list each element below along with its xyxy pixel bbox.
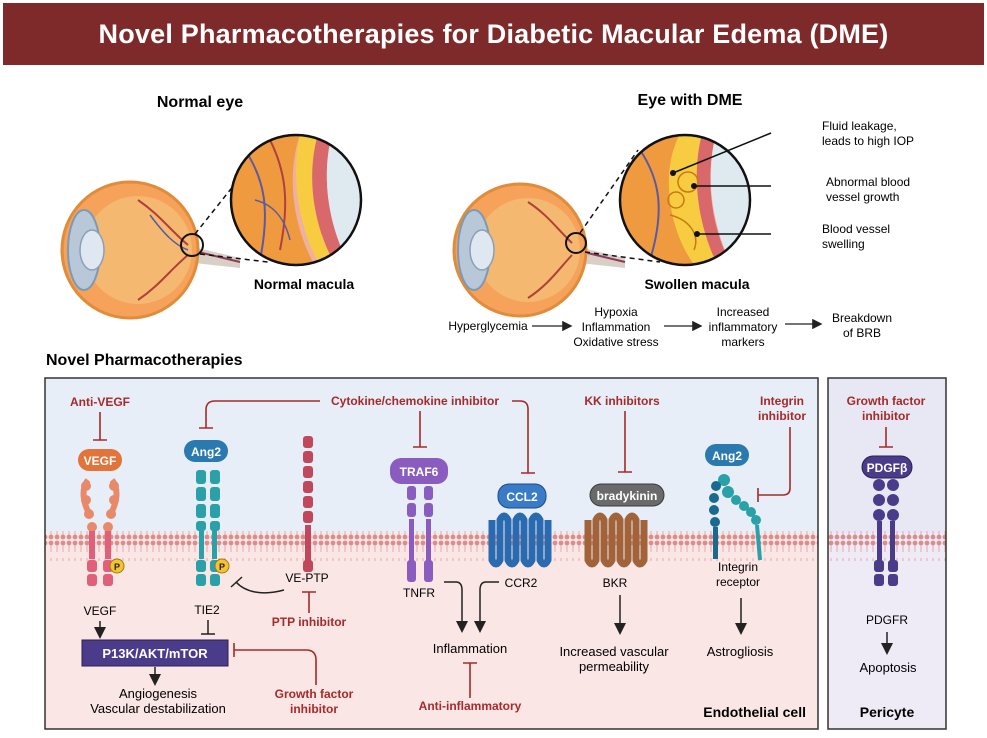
cytokine-inhibitor-label: Cytokine/chemokine inhibitor <box>331 394 499 408</box>
tie2-receptor-label: TIE2 <box>194 603 220 617</box>
flow-markers: markers <box>721 335 764 349</box>
normal-eye-illustration <box>60 133 363 320</box>
inhibitor-labels: Anti-VEGF Cytokine/chemokine inhibitor K… <box>70 394 926 716</box>
veptp-label: VE-PTP <box>285 571 328 585</box>
pdgfr-receptor <box>873 479 899 586</box>
flow-oxidative-stress: Oxidative stress <box>573 335 658 349</box>
astrogliosis-label: Astrogliosis <box>707 644 774 659</box>
angiogenesis-label: Angiogenesis <box>119 686 198 701</box>
section-title: Novel Pharmacotherapies <box>46 352 243 369</box>
integrin-inhibitor-line2: inhibitor <box>758 409 806 423</box>
vascular-destabilization-label: Vascular destabilization <box>90 701 226 716</box>
inflammation-label: Inflammation <box>433 641 507 656</box>
ptp-inhibitor-label: PTP inhibitor <box>272 615 347 629</box>
callout-abnormal-line2: vessel growth <box>826 190 899 204</box>
veptp-inhibits-tie2 <box>230 576 285 594</box>
callout-swelling-line2: swelling <box>822 237 865 251</box>
permeability-line2: permeability <box>579 659 650 674</box>
bradykinin-ligand: bradykinin <box>589 483 665 507</box>
ccl2-label: CCL2 <box>506 490 538 504</box>
pdgfb-ligand: PDGFβ <box>861 455 913 479</box>
pi3k-box: P13K/AKT/mTOR <box>81 639 229 667</box>
integrin-receptor-line1: Integrin <box>718 560 758 574</box>
gf-inhibitor-endo-line1: Growth factor <box>275 687 354 701</box>
flow-increased: Increased <box>717 305 770 319</box>
title-banner: Novel Pharmacotherapies for Diabetic Mac… <box>3 3 984 65</box>
anti-inflammatory-label: Anti-inflammatory <box>419 699 522 713</box>
pi3k-label: P13K/AKT/mTOR <box>102 646 208 661</box>
traf6-ligand: TRAF6 <box>390 458 448 484</box>
endothelial-cell-label: Endothelial cell <box>703 704 806 720</box>
flow-hyperglycemia: Hyperglycemia <box>448 319 528 333</box>
integrin-receptor-line2: receptor <box>716 575 760 589</box>
integrin-receptor <box>709 474 762 561</box>
pericyte-label: Pericyte <box>860 704 915 720</box>
ang2-ligand-label-b: Ang2 <box>712 449 742 463</box>
callout-abnormal-line1: Abnormal blood <box>826 175 910 189</box>
tie2-inhibits-pi3k <box>201 620 215 635</box>
ccr2-to-inflammation-arrow <box>474 581 499 633</box>
traf6-label: TRAF6 <box>400 465 439 479</box>
permeability-line1: Increased vascular <box>559 644 669 659</box>
pathogenesis-flow: Hyperglycemia Hypoxia Inflammation Oxida… <box>448 305 892 349</box>
ang2-ligand-tie2: Ang2 <box>184 440 228 462</box>
vegf-receptor <box>80 478 125 586</box>
dme-callouts: Fluid leakage, leads to high IOP Abnorma… <box>822 119 914 251</box>
gf-inhibitor-pericyte-line2: inhibitor <box>862 409 910 423</box>
anti-vegf-label: Anti-VEGF <box>70 395 130 409</box>
ccl2-ligand: CCL2 <box>497 483 547 509</box>
callout-fluid-line1: Fluid leakage, <box>822 119 897 133</box>
callout-swelling-line1: Blood vessel <box>822 222 890 236</box>
ang2-ligand-label-a: Ang2 <box>191 445 221 459</box>
bkr-label: BKR <box>603 576 628 590</box>
gf-inhibitor-pericyte-line1: Growth factor <box>847 394 926 408</box>
vegf-ligand-label: VEGF <box>84 454 117 468</box>
normal-macula-label: Normal macula <box>254 276 355 292</box>
flow-of-brb: of BRB <box>843 326 881 340</box>
gf-inhibitor-endo-line2: inhibitor <box>290 702 338 716</box>
flow-inflammatory: inflammatory <box>709 320 778 334</box>
inhibition-connectors <box>93 400 893 698</box>
dme-eye-title: Eye with DME <box>638 92 743 109</box>
bradykinin-label: bradykinin <box>597 489 658 503</box>
pdgfr-label: PDGFR <box>866 613 908 627</box>
normal-eye-title: Normal eye <box>157 94 243 111</box>
page-title: Novel Pharmacotherapies for Diabetic Mac… <box>98 18 889 49</box>
apoptosis-label: Apoptosis <box>859 660 917 675</box>
flow-breakdown: Breakdown <box>832 311 892 325</box>
veptp-receptor <box>303 436 313 572</box>
bkr-receptor <box>584 512 648 568</box>
dme-eye-illustration <box>452 132 772 318</box>
swollen-macula-label: Swollen macula <box>644 276 749 292</box>
flow-inflammation: Inflammation <box>582 320 651 334</box>
tnfr-to-inflammation-arrow <box>444 581 468 633</box>
ccr2-label: CCR2 <box>505 576 538 590</box>
vegf-receptor-label: VEGF <box>84 604 117 618</box>
ccr2-receptor <box>488 512 552 568</box>
endothelial-box <box>44 377 819 730</box>
tie2-receptor <box>196 470 230 586</box>
ang2-ligand-integrin: Ang2 <box>705 444 749 466</box>
tnfr-label: TNFR <box>403 586 435 600</box>
tnfr-receptor <box>407 486 433 582</box>
callout-fluid-line2: leads to high IOP <box>822 134 914 148</box>
vegf-phospho-label: P <box>114 562 120 572</box>
integrin-inhibitor-line1: Integrin <box>760 394 804 408</box>
kk-inhibitors-label: KK inhibitors <box>584 394 660 408</box>
pdgfb-label: PDGFβ <box>867 461 908 475</box>
tie2-phospho-label: P <box>219 562 225 572</box>
flow-hypoxia: Hypoxia <box>594 305 638 319</box>
vegf-ligand: VEGF <box>78 449 122 471</box>
pericyte-box <box>827 377 947 730</box>
